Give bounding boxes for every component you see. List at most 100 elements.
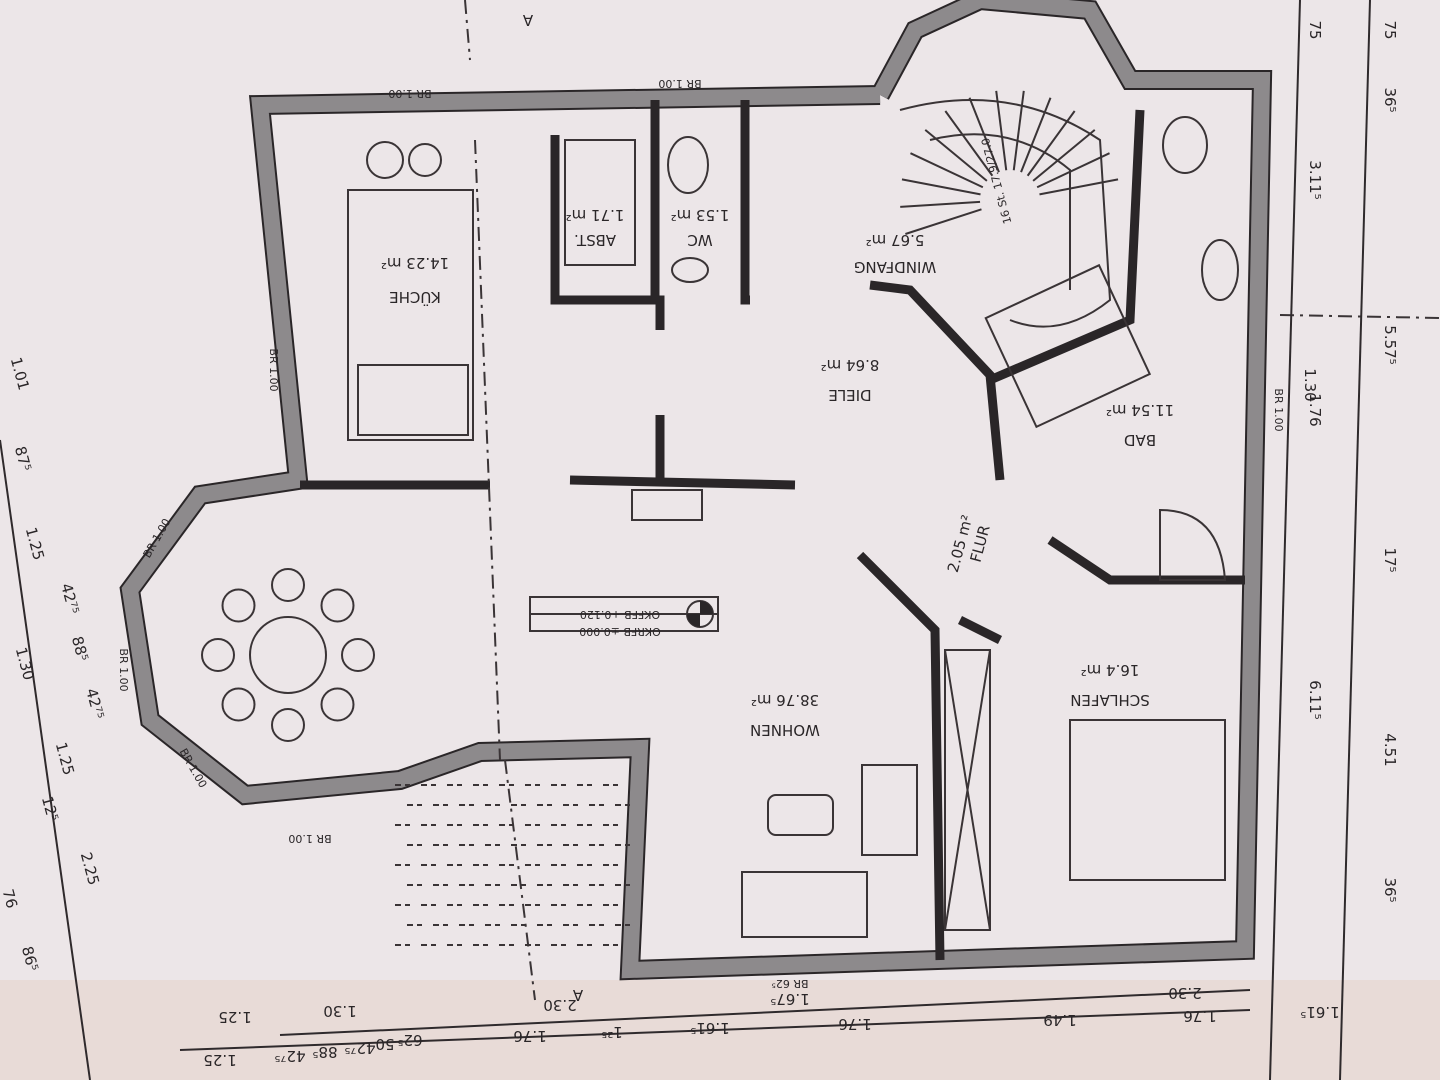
dimension-label: 1.25 [203, 1051, 236, 1069]
svg-text:1.53 m²: 1.53 m² [671, 206, 730, 224]
dimension-label: 88⁵ [312, 1043, 337, 1061]
dimension-label: 1.25 [218, 1008, 251, 1026]
dimension-label: 42⁷⁵ [274, 1047, 305, 1065]
stair-step [1012, 90, 1025, 171]
dimension-label: 1.61⁵ [1300, 1003, 1339, 1021]
stair-step [900, 200, 981, 208]
stair-step [1026, 110, 1076, 177]
bathtub-icon [984, 263, 1152, 429]
dimension-label: 50 [375, 1035, 394, 1053]
svg-text:BR 1.00: BR 1.00 [267, 348, 280, 391]
room-windfang: WINDFANG 5.67 m² [854, 231, 936, 276]
wc-toilet-icon [667, 136, 709, 194]
window-labels: BR 1.00 BR 1.00 BR 1.00 BR 1.00 BR 1.00 … [117, 77, 1285, 990]
room-bad: BAD 11.54 m² [1106, 401, 1174, 449]
stove-icon [631, 489, 703, 521]
dimension-label: 86⁵ [18, 944, 42, 973]
svg-text:8.64 m²: 8.64 m² [821, 356, 880, 374]
svg-text:5.67 m²: 5.67 m² [866, 231, 925, 249]
svg-text:WOHNEN: WOHNEN [750, 721, 820, 739]
dimension-label: 76 [0, 887, 21, 910]
chair-icon [271, 568, 305, 602]
section-mark-a-bottom: A [572, 986, 583, 1004]
svg-text:11.54 m²: 11.54 m² [1106, 401, 1174, 419]
kitchen-table [357, 364, 469, 436]
room-abst: ABST. 1.71 m² [566, 206, 625, 249]
dimension-label: 87⁵ [11, 444, 35, 473]
wardrobe-icon [944, 649, 991, 931]
svg-text:BR 1.00: BR 1.00 [288, 832, 331, 845]
chair-icon [221, 588, 256, 623]
pantry-shelf [564, 139, 636, 266]
svg-text:1.71 m²: 1.71 m² [566, 206, 625, 224]
dimension-label: 1.76 [513, 1027, 546, 1045]
dimension-label: 4.51 [1381, 733, 1399, 766]
dimension-label: 6.11⁵ [1306, 680, 1324, 719]
dimension-label: 42⁷⁵ [344, 1039, 375, 1057]
guide-lines [464, 0, 1440, 1001]
svg-text:ABST.: ABST. [574, 231, 616, 249]
svg-text:WINDFANG: WINDFANG [854, 258, 936, 276]
section-mark-a-top: A [522, 11, 533, 29]
dimension-label: 36⁵ [1381, 87, 1399, 112]
bath-toilet-icon [1162, 116, 1208, 174]
dimension-label: 36⁵ [1381, 877, 1399, 902]
dimension-label: 1.67⁵ [770, 990, 809, 1008]
elevation-okrfb: OKRFB ±0.000 [579, 625, 661, 638]
dimension-label: 2.30 [543, 996, 576, 1014]
terrace-paving [395, 784, 630, 946]
stair-step [968, 97, 1000, 173]
svg-text:14.23 m²: 14.23 m² [381, 254, 449, 272]
dimension-label: 1.76 [838, 1015, 871, 1033]
dimension-label: 1²⁵ [601, 1023, 623, 1041]
dimension-label: 12⁵ [38, 794, 62, 823]
stair-step [924, 129, 988, 182]
dimension-label: 1.61⁵ [690, 1019, 729, 1037]
wc-sink-icon [671, 257, 709, 283]
dimension-label: 75 [1381, 20, 1399, 39]
furniture [201, 116, 1239, 938]
dimension-label: 62⁵ [397, 1031, 422, 1049]
svg-text:KÜCHE: KÜCHE [389, 288, 441, 307]
dimension-label: 1.76 [1183, 1007, 1216, 1025]
room-schlafen: SCHLAFEN 16.4 m² [1070, 661, 1150, 709]
stair-step [905, 208, 982, 235]
coffee-table-icon [767, 794, 834, 836]
svg-text:BR 1.00: BR 1.00 [658, 77, 701, 90]
elevation-marker: OKRFB ±0.000 OKFFB +0.120 [529, 596, 719, 638]
dimension-label: 88⁵ [68, 634, 92, 663]
svg-text:16.4 m²: 16.4 m² [1081, 661, 1140, 679]
stair-step [1032, 129, 1096, 182]
dimension-lines [0, 0, 1371, 1080]
stair-step [901, 178, 981, 196]
room-wc: WC 1.53 m² [671, 206, 730, 249]
stair-step [1039, 178, 1119, 196]
dimension-label: 75 [1306, 20, 1324, 39]
stair-step [1036, 152, 1110, 189]
dining-table-icon [249, 616, 327, 694]
elevation-okffb: OKFFB +0.120 [580, 608, 660, 621]
room-kuche: KÜCHE 14.23 m² [381, 254, 449, 307]
chair-icon [201, 638, 235, 672]
dimension-label: 1.30 [323, 1002, 356, 1020]
chair-icon [271, 708, 305, 742]
sink-icon [366, 141, 404, 179]
dimension-label: 1.49 [1043, 1011, 1076, 1029]
svg-text:SCHLAFEN: SCHLAFEN [1070, 691, 1150, 709]
stair-step [1020, 97, 1052, 173]
exterior-walls [119, 0, 1273, 981]
shower-icon [1159, 508, 1227, 581]
svg-text:BAD: BAD [1124, 431, 1156, 449]
stair-step [995, 90, 1008, 171]
chair-icon [320, 687, 355, 722]
dimension-label: 1.76 [1306, 393, 1324, 426]
chair-icon [221, 687, 256, 722]
dimension-label: 5.57⁵ [1381, 325, 1399, 364]
dimension-label: 1.30 [1301, 368, 1319, 401]
svg-text:BR 62⁵: BR 62⁵ [771, 977, 808, 990]
svg-text:WC: WC [687, 231, 712, 249]
